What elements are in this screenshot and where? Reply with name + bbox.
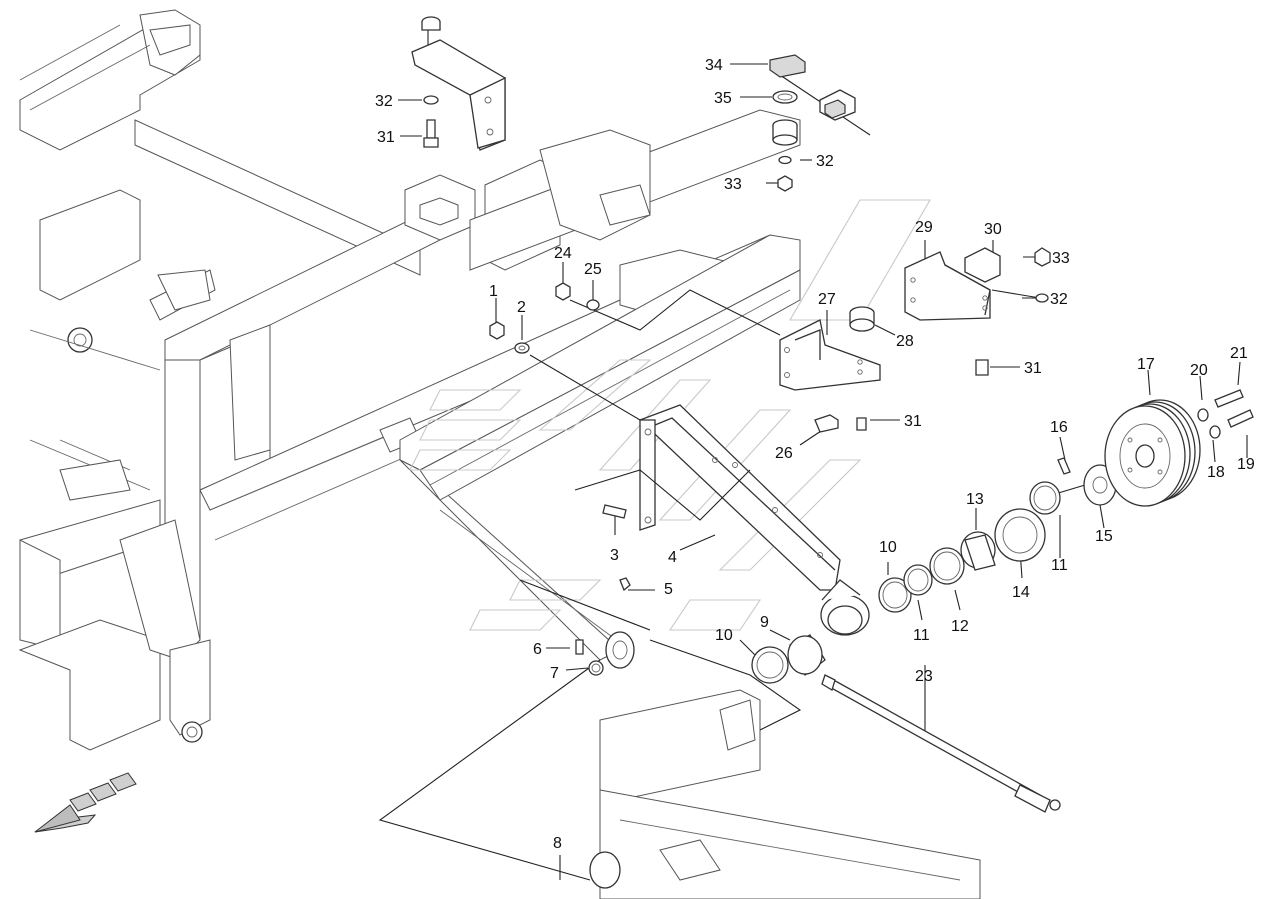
bracket-assembly-top-left [411, 16, 506, 151]
pulley [1104, 389, 1254, 507]
callout-17: 17 [1137, 356, 1155, 373]
callout-33a: 33 [724, 176, 742, 193]
callout-9: 9 [760, 614, 769, 631]
watermark-logo [409, 199, 931, 631]
direction-arrow-icon [34, 772, 137, 833]
callout-7: 7 [550, 665, 559, 682]
callout-34: 34 [705, 57, 723, 74]
callout-27: 27 [818, 291, 836, 308]
drive-shaft [821, 674, 1061, 813]
callout-6: 6 [533, 641, 542, 658]
callout-13: 13 [966, 491, 984, 508]
callout-23: 23 [915, 668, 933, 685]
callout-31c: 31 [904, 413, 922, 430]
callout-26: 26 [775, 445, 793, 462]
conveyor-housing [399, 234, 981, 899]
callout-2: 2 [517, 299, 526, 316]
callout-10b: 10 [879, 539, 897, 556]
conveyor-arm [638, 404, 870, 636]
small-parts-left [575, 504, 631, 676]
callout-35: 35 [714, 90, 732, 107]
callout-10a: 10 [715, 627, 733, 644]
callout-28: 28 [896, 333, 914, 350]
callout-20: 20 [1190, 362, 1208, 379]
callout-12: 12 [951, 618, 969, 635]
callout-18: 18 [1207, 464, 1225, 481]
callout-11b: 11 [1051, 557, 1068, 574]
bearing-assembly [751, 457, 1125, 684]
callout-3: 3 [610, 547, 619, 564]
callout-32a: 32 [375, 93, 393, 110]
callout-33b: 33 [1052, 250, 1070, 267]
callout-1: 1 [489, 283, 498, 300]
callout-5: 5 [664, 581, 673, 598]
bracket-27 [779, 306, 881, 433]
callout-8: 8 [553, 835, 562, 852]
callout-29: 29 [915, 219, 933, 236]
callout-19: 19 [1237, 456, 1255, 473]
callout-31a: 31 [377, 129, 395, 146]
callout-14: 14 [1012, 584, 1030, 601]
callout-21: 21 [1230, 345, 1248, 362]
callout-31b: 31 [1024, 360, 1042, 377]
callout-11a: 11 [913, 627, 930, 644]
callout-32c: 32 [1050, 291, 1068, 308]
callout-25: 25 [584, 261, 602, 278]
callout-15: 15 [1095, 528, 1113, 545]
callout-labels: 1 2 3 4 5 6 7 8 9 10 10 11 11 12 13 14 1… [375, 57, 1255, 852]
rubber-mount-group [769, 54, 856, 192]
bracket-29 [904, 247, 1051, 376]
fastener-group-left [489, 282, 600, 354]
callout-16: 16 [1050, 419, 1068, 436]
callout-4: 4 [668, 549, 677, 566]
callout-30: 30 [984, 221, 1002, 238]
callout-32b: 32 [816, 153, 834, 170]
callout-24: 24 [554, 245, 572, 262]
